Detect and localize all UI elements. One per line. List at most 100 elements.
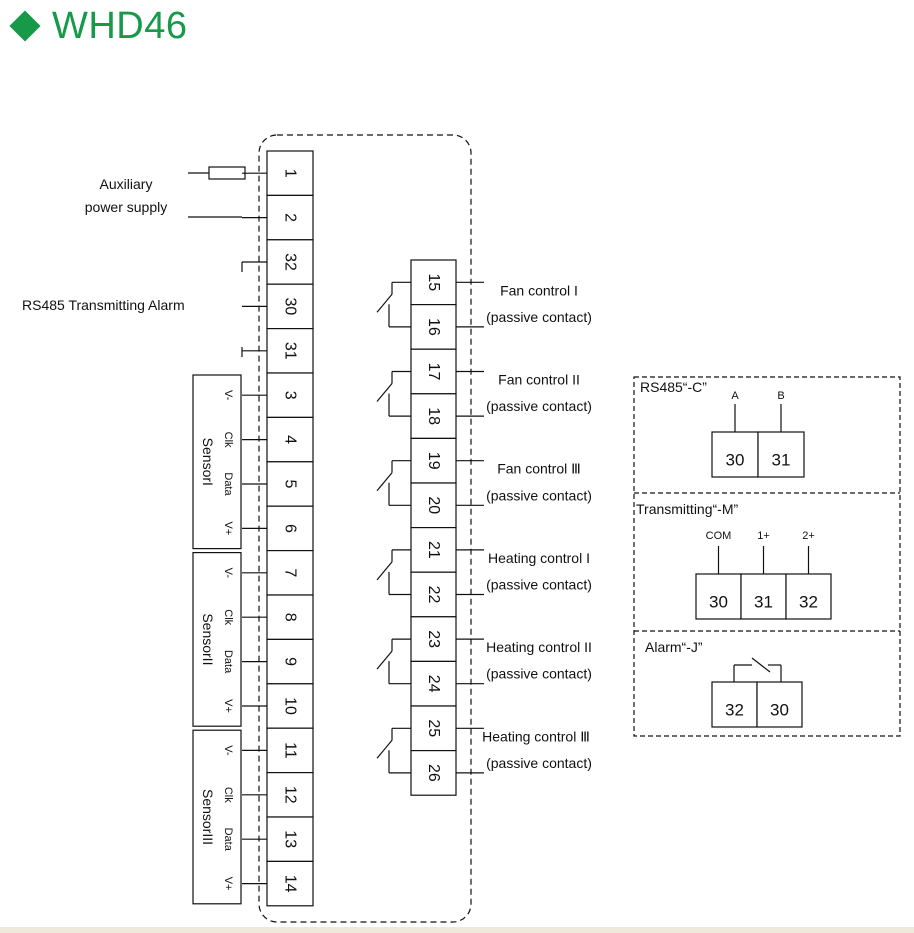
diagram-dynamic: 1232303134567891011121314SensorIV-ClkDat…: [192, 150, 832, 907]
sensor-pin-label: Clk: [222, 787, 234, 803]
contact-blade: [376, 472, 393, 492]
sensor-name: SensorI: [200, 438, 216, 486]
option-m-title: Transmitting“-M”: [636, 501, 738, 517]
sensor-pin-label: Data: [222, 472, 234, 496]
control-name: Heating control II: [486, 639, 592, 655]
right-terminal-label: 21: [425, 541, 442, 559]
sensor-pin-label: Data: [222, 828, 234, 852]
left-terminal-9: [266, 638, 314, 685]
contact-blade: [376, 561, 393, 581]
sensor-box-3: [192, 729, 242, 905]
right-terminal-label: 17: [425, 363, 442, 381]
contact-blade: [376, 293, 393, 313]
sensor-box-1: [192, 374, 242, 550]
left-terminal-label: 11: [282, 742, 299, 759]
sensor-name: SensorIII: [200, 789, 216, 845]
sensor-pin-label: Clk: [222, 432, 234, 448]
control-sub: (passive contact): [486, 487, 592, 503]
control-sub: (passive contact): [486, 666, 592, 682]
sensor-pin-label: V+: [222, 699, 234, 713]
option-c-terminal-30: [711, 431, 759, 478]
sensor-pin-label: Data: [222, 650, 234, 674]
right-terminal-label: 18: [425, 407, 442, 425]
option-c-terminal-label: 30: [726, 451, 745, 470]
left-terminal-label: 2: [282, 213, 299, 222]
left-terminal-label: 5: [282, 480, 299, 489]
switch-contact-icon: [376, 549, 411, 596]
right-terminal-label: 26: [425, 764, 442, 782]
option-m-terminal-label: 32: [799, 593, 818, 612]
left-terminal-label: 4: [282, 435, 299, 444]
left-terminal-label: 31: [282, 342, 299, 360]
right-terminal-23: [410, 616, 457, 662]
left-terminal-label: 9: [282, 657, 299, 666]
bottom-bar: [0, 927, 914, 933]
left-terminal-12: [266, 771, 314, 818]
left-terminal-3: [266, 372, 314, 419]
left-terminal-11: [266, 727, 314, 774]
right-terminal-label: 15: [425, 273, 442, 291]
right-terminal-16: [410, 304, 457, 350]
right-terminal-label: 19: [425, 452, 442, 470]
left-terminal-10: [266, 683, 314, 729]
left-terminal-label: 30: [282, 298, 299, 316]
option-j-terminal-label: 30: [770, 701, 789, 720]
left-terminal-label: 32: [282, 253, 299, 271]
right-terminal-label: 24: [425, 675, 442, 693]
option-c-terminal-label: 31: [772, 451, 791, 470]
right-terminal-label: 23: [425, 630, 442, 648]
right-terminal-label: 20: [425, 496, 442, 514]
aux-label-line2: power supply: [85, 199, 168, 215]
left-terminal-label: 6: [282, 524, 299, 533]
alarm-contact-icon: [733, 657, 782, 682]
left-terminal-label: 8: [282, 613, 299, 622]
contact-blade: [376, 650, 393, 670]
left-terminal-label: 10: [282, 697, 299, 715]
control-name: Heating control Ⅲ: [482, 728, 590, 744]
rs485-label: RS485 Transmitting Alarm: [22, 297, 185, 313]
contact-blade: [376, 383, 393, 402]
option-j-title: Alarm“-J”: [645, 639, 703, 655]
switch-contact-icon: [376, 638, 411, 685]
right-terminal-17: [410, 348, 457, 395]
option-c-title: RS485“-C”: [640, 379, 707, 395]
option-m-terminal-label: 30: [709, 593, 728, 612]
right-terminal-21: [410, 526, 457, 573]
sensor-pin-label: Clk: [222, 609, 234, 625]
control-name: Fan control Ⅲ: [497, 461, 581, 477]
switch-contact-icon: [376, 727, 411, 774]
sensor-pin-label: V-: [222, 390, 234, 401]
control-sub: (passive contact): [486, 309, 592, 325]
switch-contact-icon: [376, 281, 411, 328]
option-j-terminal-label: 32: [725, 701, 744, 720]
control-name: Fan control I: [500, 282, 578, 298]
sensor-pin-label: V+: [222, 522, 234, 536]
sensor-pin-label: V+: [222, 877, 234, 891]
switch-contact-icon: [376, 460, 411, 506]
option-m-terminal-label: 31: [754, 593, 773, 612]
left-terminal-label: 12: [282, 786, 299, 804]
right-terminal-18: [410, 393, 457, 439]
control-sub: (passive contact): [486, 755, 592, 771]
left-terminal-label: 3: [282, 391, 299, 400]
sensor-pin-label: V-: [222, 745, 234, 756]
right-terminal-label: 16: [425, 318, 442, 336]
control-name: Fan control II: [498, 372, 580, 388]
right-terminal-label: 25: [425, 719, 442, 737]
right-terminal-label: 22: [425, 586, 442, 604]
switch-contact-icon: [376, 370, 411, 417]
control-name: Heating control I: [488, 550, 590, 566]
contact-blade: [376, 739, 393, 759]
control-sub: (passive contact): [486, 577, 592, 593]
sensor-box-2: [192, 551, 242, 727]
sensor-name: SensorII: [200, 613, 216, 665]
left-terminal-label: 1: [282, 169, 299, 178]
sensor-pin-label: V-: [222, 568, 234, 579]
left-terminal-4: [266, 416, 314, 463]
option-m-pin-label: 1+: [757, 530, 770, 542]
alarm-blade: [751, 657, 771, 673]
left-terminal-label: 14: [282, 875, 299, 893]
title-text: WHD46: [52, 4, 188, 47]
left-terminal-7: [266, 549, 314, 596]
